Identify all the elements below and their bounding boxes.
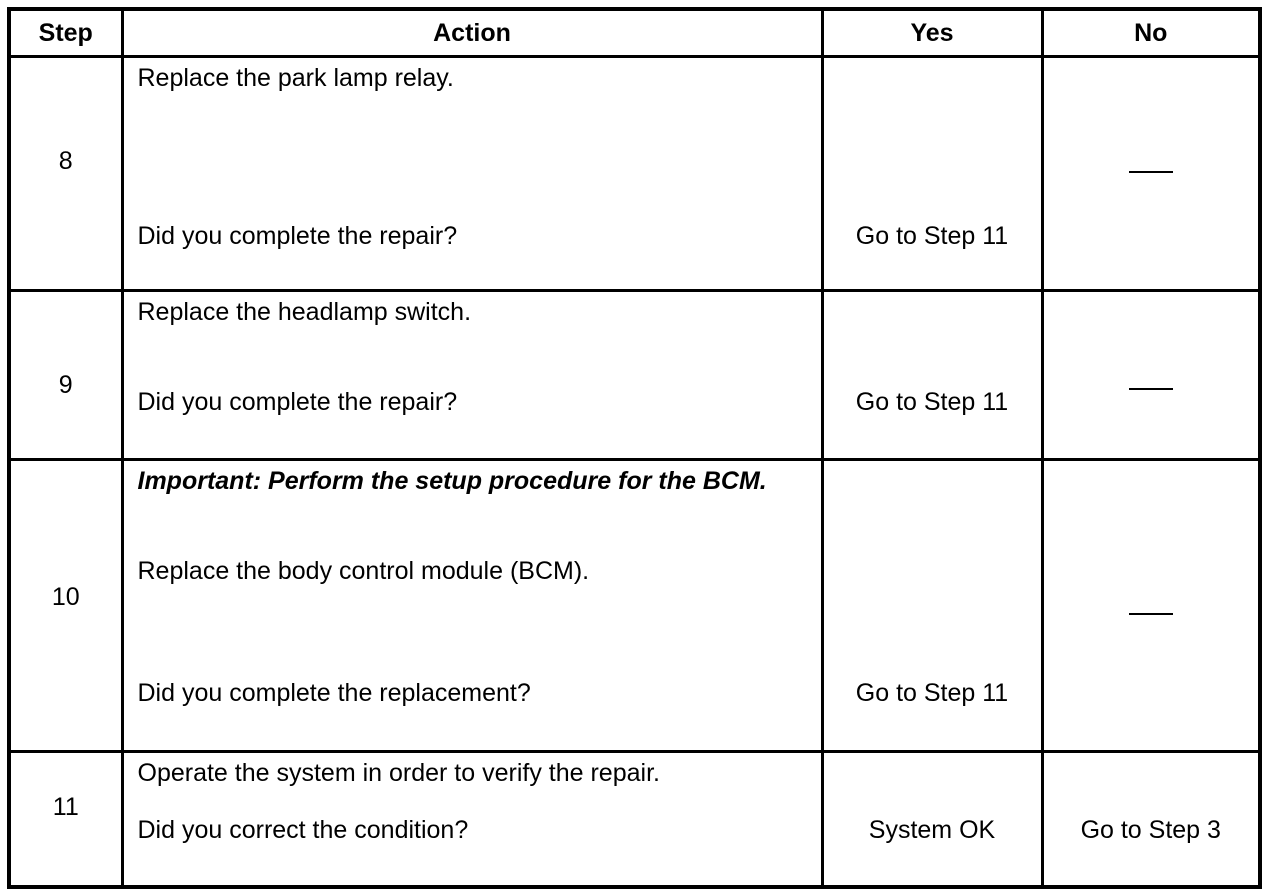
- action-instruction: Operate the system in order to verify th…: [137, 759, 660, 787]
- yes-cell: System OK: [820, 750, 1044, 889]
- no-result: [1044, 151, 1259, 180]
- action-instruction: Replace the body control module (BCM).: [137, 557, 590, 585]
- yes-result: Go to Step 11: [855, 222, 1009, 250]
- no-cell: [1040, 289, 1262, 461]
- step-number-text: 10: [51, 583, 80, 611]
- no-cell: [1040, 55, 1262, 292]
- no-result: Go to Step 3: [1080, 816, 1221, 844]
- no-result: [1044, 593, 1259, 622]
- action-cell: Important: Perform the setup procedure f…: [120, 458, 824, 753]
- action-cell: Operate the system in order to verify th…: [120, 750, 824, 889]
- step-number: 9: [7, 289, 124, 461]
- action-question: Did you complete the repair?: [137, 222, 458, 250]
- yes-cell: Go to Step 11: [820, 289, 1044, 461]
- action-question: Did you correct the condition?: [137, 816, 469, 844]
- header-step: Step: [7, 7, 124, 58]
- important-note: Important: Perform the setup procedure f…: [137, 467, 767, 495]
- action-question: Did you complete the repair?: [137, 388, 458, 416]
- yes-cell: Go to Step 11: [820, 458, 1044, 753]
- yes-result: Go to Step 11: [855, 388, 1009, 416]
- no-cell: Go to Step 3: [1040, 750, 1262, 889]
- diagnostic-table-wrapper: Step Action Yes No 8 Replace the park la…: [7, 7, 1262, 889]
- step-number-text: 9: [58, 370, 73, 399]
- action-instruction: Replace the park lamp relay.: [137, 64, 454, 92]
- header-yes: Yes: [820, 7, 1044, 58]
- no-result-dash: [1128, 388, 1173, 390]
- step-number: 10: [7, 458, 124, 753]
- step-number: 8: [7, 55, 124, 292]
- table-row: 10 Important: Perform the setup procedur…: [7, 458, 1262, 753]
- table-row: 9 Replace the headlamp switch. Did you c…: [7, 289, 1262, 461]
- yes-result: Go to Step 11: [855, 679, 1009, 707]
- table-row: 11 Operate the system in order to verify…: [7, 750, 1262, 889]
- header-no: No: [1040, 7, 1262, 58]
- no-cell: [1040, 458, 1262, 753]
- step-number-text: 11: [52, 792, 79, 821]
- header-row: Step Action Yes No: [7, 7, 1262, 58]
- no-result-dash: [1128, 171, 1173, 173]
- yes-result: System OK: [868, 816, 996, 844]
- action-question: Did you complete the replacement?: [137, 679, 531, 707]
- action-cell: Replace the park lamp relay. Did you com…: [120, 55, 824, 292]
- action-cell: Replace the headlamp switch. Did you com…: [120, 289, 824, 461]
- no-result: [1044, 368, 1259, 397]
- no-result-dash: [1128, 613, 1173, 615]
- header-action: Action: [120, 7, 824, 58]
- yes-cell: Go to Step 11: [820, 55, 1044, 292]
- step-number-text: 8: [58, 147, 73, 175]
- table-row: 8 Replace the park lamp relay. Did you c…: [7, 55, 1262, 292]
- action-instruction: Replace the headlamp switch.: [137, 298, 472, 326]
- step-number: 11: [7, 750, 124, 889]
- diagnostic-table: Step Action Yes No 8 Replace the park la…: [7, 7, 1262, 889]
